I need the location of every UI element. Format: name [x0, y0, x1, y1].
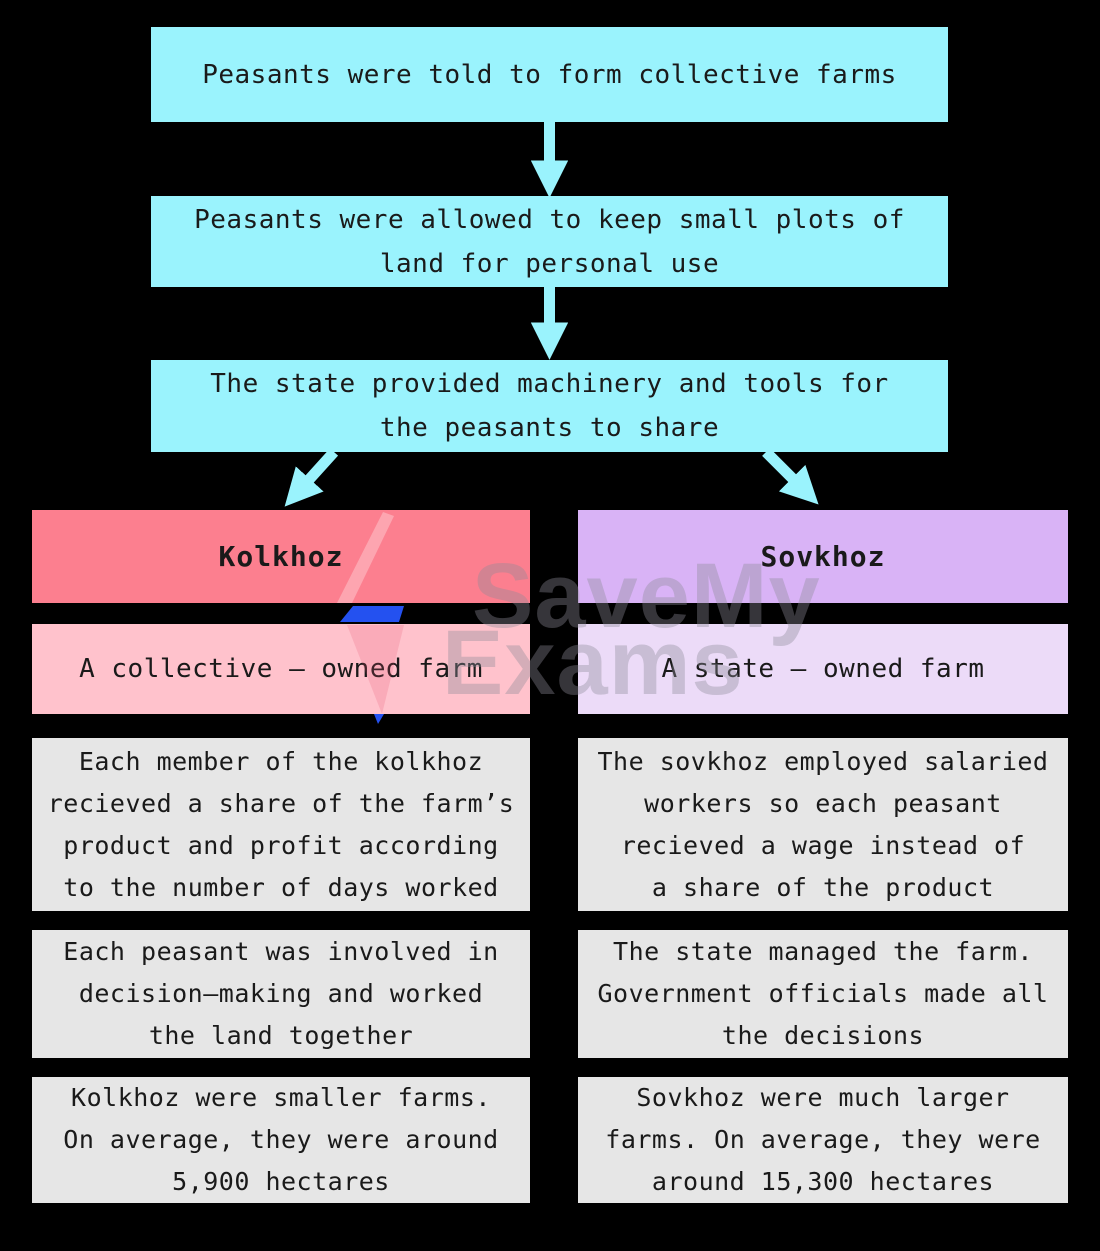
sovkhoz-header: Sovkhoz	[578, 510, 1068, 603]
detail-text: around 15,300 hectares	[651, 1167, 995, 1196]
flow-box-text: Peasants were told to form collective fa…	[202, 59, 897, 90]
flow-box-form-collective-farms: Peasants were told to form collective fa…	[151, 27, 948, 122]
detail-text: product and profit according	[63, 830, 499, 860]
kolkhoz-header: Kolkhoz	[32, 510, 530, 603]
detail-text: to the number of days worked	[63, 872, 499, 902]
detail-text: Sovkhoz were much larger	[636, 1083, 1010, 1112]
flow-box-text: The state provided machinery and tools f…	[210, 369, 889, 399]
detail-text: The state managed the farm.	[613, 937, 1033, 966]
kolkhoz-definition-box: A collective – owned farm	[32, 624, 530, 714]
detail-text: Kolkhoz were smaller farms.	[71, 1083, 491, 1112]
detail-text: recieved a wage instead of	[620, 830, 1026, 860]
sovkhoz-definition: A state – owned farm	[661, 654, 985, 684]
flow-box-text: the peasants to share	[379, 413, 720, 443]
kolkhoz-definition: A collective – owned farm	[79, 654, 483, 684]
kolkhoz-detail-decisions: Each peasant was involved in decision–ma…	[32, 930, 530, 1058]
down-right-arrow-icon	[762, 448, 819, 505]
kolkhoz-detail-share: Each member of the kolkhoz recieved a sh…	[32, 738, 530, 911]
detail-text: Government officials made all	[597, 979, 1049, 1008]
sovkhoz-detail-size: Sovkhoz were much larger farms. On avera…	[578, 1077, 1068, 1203]
kolkhoz-detail-size: Kolkhoz were smaller farms. On average, …	[32, 1077, 530, 1203]
detail-text: Each peasant was involved in	[63, 937, 499, 966]
sovkhoz-detail-decisions: The state managed the farm. Government o…	[578, 930, 1068, 1058]
detail-text: a share of the product	[651, 872, 995, 902]
detail-text: 5,900 hectares	[172, 1167, 390, 1196]
flow-box-text: Peasants were allowed to keep small plot…	[194, 204, 905, 235]
kolkhoz-title: Kolkhoz	[218, 540, 344, 573]
sovkhoz-title: Sovkhoz	[760, 540, 886, 573]
detail-text: recieved a share of the farm’s	[47, 788, 515, 818]
detail-text: workers so each peasant	[644, 788, 1002, 818]
down-left-arrow-icon	[284, 448, 339, 507]
detail-text: On average, they were around	[63, 1125, 499, 1154]
detail-text: The sovkhoz employed salaried	[597, 746, 1049, 776]
sovkhoz-detail-wage: The sovkhoz employed salaried workers so…	[578, 738, 1068, 911]
flow-box-text: land for personal use	[379, 248, 720, 279]
flow-box-state-machinery: The state provided machinery and tools f…	[151, 360, 948, 452]
detail-text: decision–making and worked	[78, 979, 484, 1008]
flow-box-small-plots: Peasants were allowed to keep small plot…	[151, 196, 948, 287]
detail-text: the decisions	[721, 1021, 925, 1050]
detail-text: Each member of the kolkhoz	[78, 746, 484, 776]
detail-text: the land together	[148, 1021, 414, 1050]
detail-text: farms. On average, they were	[605, 1125, 1041, 1154]
sovkhoz-definition-box: A state – owned farm	[578, 624, 1068, 714]
